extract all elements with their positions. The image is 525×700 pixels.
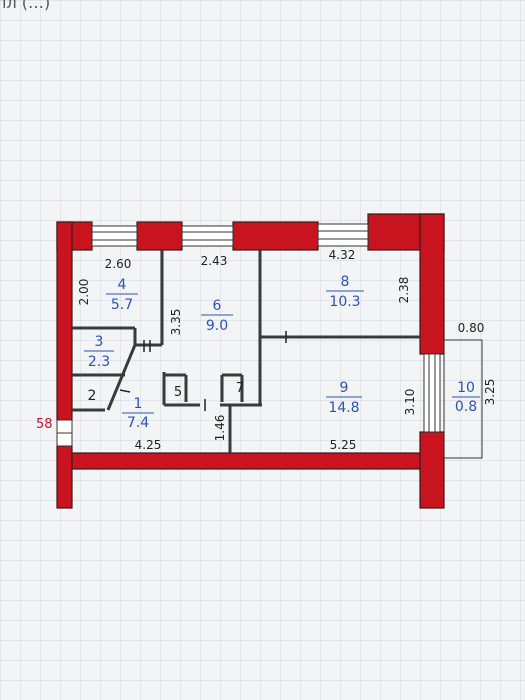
room-9-number: 9	[340, 380, 349, 396]
room-5-number: 5	[174, 385, 182, 400]
door-ticks	[119, 331, 287, 411]
entrance	[56, 419, 73, 447]
dim-2-00: 2.00	[77, 279, 91, 306]
room-2-number: 2	[88, 388, 97, 404]
room-8-area: 10.3	[329, 294, 360, 310]
room-8-number: 8	[341, 274, 350, 290]
room-1-number: 1	[134, 396, 143, 412]
dim-3-10: 3.10	[403, 389, 417, 416]
room-4-area: 5.7	[111, 297, 133, 313]
balcony-outline	[443, 339, 483, 459]
cropped-title: пл (…)	[0, 0, 50, 12]
room-10-area: 0.8	[455, 399, 477, 415]
dim-5-25: 5.25	[330, 438, 357, 452]
dim-2-43: 2.43	[201, 254, 228, 268]
room-10-number: 10	[457, 380, 475, 396]
dim-0-80: 0.80	[458, 321, 485, 335]
dim-3-25: 3.25	[483, 379, 497, 406]
room-6-area: 9.0	[206, 318, 228, 334]
room-3-area: 2.3	[88, 354, 110, 370]
room-4-number: 4	[118, 277, 127, 293]
entrance-marker: 58	[36, 417, 53, 432]
dim-2-60: 2.60	[105, 257, 132, 271]
room-1-area: 7.4	[127, 415, 149, 431]
dim-4-32: 4.32	[329, 248, 356, 262]
room-7-number: 7	[236, 381, 244, 396]
dimension-labels: 2.60 2.43 4.32 2.00 3.35 2.38 0.80 3.10 …	[77, 248, 497, 452]
dim-4-25: 4.25	[135, 438, 162, 452]
windows	[91, 223, 441, 433]
dim-2-38: 2.38	[397, 277, 411, 304]
outer-walls	[56, 213, 445, 509]
room-3-number: 3	[95, 334, 104, 350]
room-6-number: 6	[213, 298, 222, 314]
room-9-area: 14.8	[328, 400, 359, 416]
dim-3-35: 3.35	[169, 309, 183, 336]
dim-1-46: 1.46	[213, 415, 227, 442]
room-labels: 4 5.7 6 9.0 8 10.3 3 2.3 2 1 7.4 5 7 9 1…	[84, 274, 480, 431]
